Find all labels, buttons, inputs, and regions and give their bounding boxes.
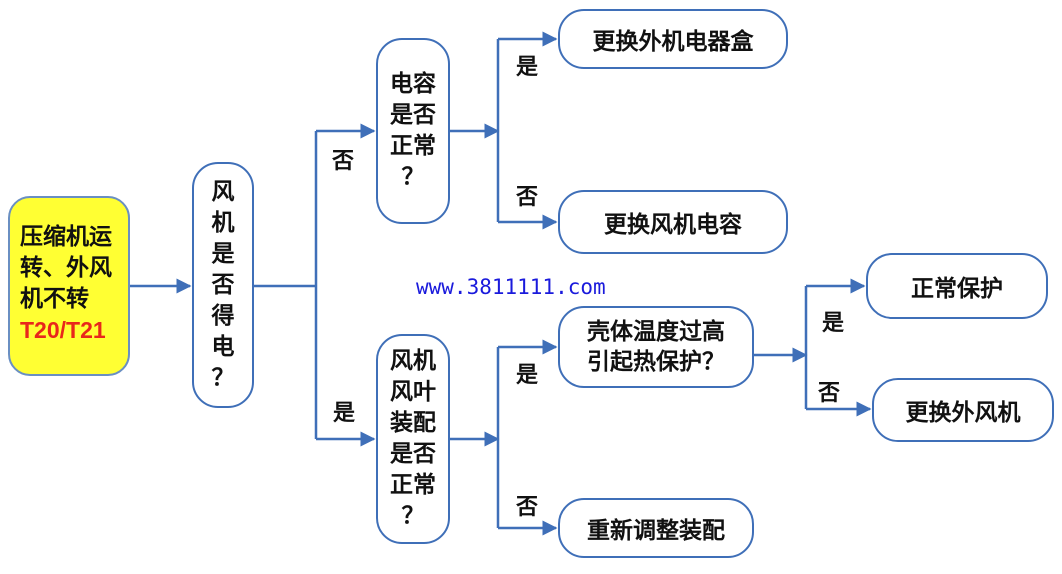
label-yes-overheat: 是 — [516, 363, 539, 388]
label-no-readjust: 否 — [516, 495, 539, 520]
replace-outdoor-fan-node: 更换外风机 — [872, 378, 1054, 442]
start-line-2: 转、外风 — [20, 255, 112, 281]
overheat-decision: 壳体温度过高 引起热保护？ — [558, 306, 754, 388]
label-no-replace-cap: 否 — [516, 185, 539, 210]
start-node-text: 压缩机运 转、外风 机不转 T20/T21 — [20, 222, 112, 346]
readjust-assembly-node: 重新调整装配 — [558, 498, 754, 558]
replace-electrical-box-node: 更换外机电器盒 — [558, 9, 788, 69]
start-line-1: 压缩机运 — [20, 224, 112, 250]
label-yes-replace-box: 是 — [516, 55, 539, 80]
label-yes-normal-protect: 是 — [822, 311, 845, 336]
normal-protection-node: 正常保护 — [866, 253, 1048, 319]
start-line-3: 机不转 — [20, 286, 89, 312]
blade-assembly-decision: 风机 风叶 装配 是否 正常 ？ — [376, 334, 450, 544]
replace-fan-capacitor-node: 更换风机电容 — [558, 190, 788, 254]
label-yes-blade-branch: 是 — [333, 401, 356, 426]
fault-code: T20/T21 — [20, 317, 106, 343]
fan-powered-decision: 风 机 是 否 得 电 ？ — [192, 162, 254, 408]
capacitor-decision: 电容 是否 正常 ？ — [376, 38, 450, 224]
start-node: 压缩机运 转、外风 机不转 T20/T21 — [8, 196, 130, 376]
label-no-capacitor-branch: 否 — [332, 149, 355, 174]
watermark-text: www.3811111.com — [416, 275, 606, 299]
label-no-replace-fan: 否 — [818, 381, 841, 406]
